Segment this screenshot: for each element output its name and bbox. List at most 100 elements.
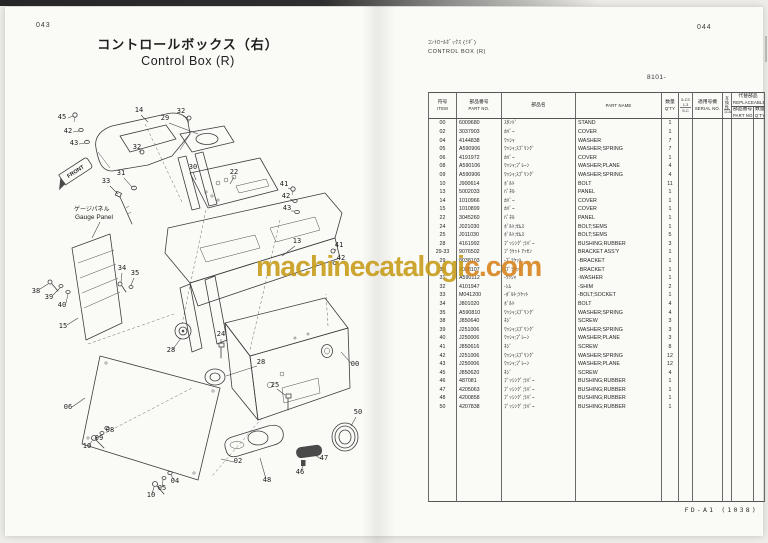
col-name-ja: 部品名 xyxy=(501,92,576,120)
diagram-callout: 08 xyxy=(106,426,114,434)
exploded-diagram: FRONT ゲージパネル Gauge Panel 45 42 43 14 32 29 32 3… xyxy=(32,106,362,499)
gauge-panel-label-en: Gauge Panel xyxy=(75,214,114,221)
diagram-callout: 43 xyxy=(283,204,291,212)
table-title-en: CONTROL BOX (R) xyxy=(428,49,486,55)
diagram-callout: 33 xyxy=(102,177,110,185)
watermark-text-tail: c.com xyxy=(464,251,542,283)
scan-edge-bar xyxy=(0,0,768,6)
serial-range: 8101- xyxy=(647,74,667,81)
diagram-callout: 00 xyxy=(351,360,359,368)
diagram-callout: 47 xyxy=(320,454,328,462)
diagram-title-ja: コントロールボックス（右） xyxy=(97,37,279,52)
diagram-callout: 09 xyxy=(95,434,103,442)
diagram-callout: 42 xyxy=(64,127,72,135)
diagram-callout: 39 xyxy=(45,293,53,301)
diagram-callout: 50 xyxy=(354,408,362,416)
diagram-callout: 42 xyxy=(282,192,290,200)
diagram-callout: 40 xyxy=(58,301,66,309)
diagram-callout: 10 xyxy=(147,491,155,499)
diagram-callout: 05 xyxy=(158,484,166,492)
diagram-callout: 41 xyxy=(335,241,343,249)
diagram-callout: 41 xyxy=(280,180,288,188)
right-page-number: 044 xyxy=(697,24,712,31)
table-header: 符号 ITEM 部品番号 PART NO. 部品名 PART NAME 数量 Q… xyxy=(428,92,765,120)
col-replaceable-part: 代替部品 REPLACEABLE PART xyxy=(731,92,765,107)
table-title-ja: ｺﾝﾄﾛｰﾙﾎﾞｯｸｽ (ﾐｷﾞ) xyxy=(428,40,477,46)
diagram-callout: 35 xyxy=(131,269,139,277)
diagram-title: コントロールボックス（右） Control Box (R) xyxy=(88,34,288,68)
watermark: machinecatalogic.com xyxy=(256,251,542,284)
diagram-callout: 31 xyxy=(117,169,125,177)
left-page-number: 043 xyxy=(36,22,51,29)
diagram-callout: 24 xyxy=(217,330,225,338)
front-direction-banner: FRONT xyxy=(58,157,93,191)
diagram-callout: 06 xyxy=(64,403,72,411)
diagram-callout: 38 xyxy=(32,287,40,295)
diagram-callout: 43 xyxy=(70,139,78,147)
diagram-callout: 29 xyxy=(161,114,169,122)
col-part-no: 部品番号 PART NO. xyxy=(456,92,502,120)
page-fold-shadow xyxy=(362,0,396,543)
diagram-callout: 32 xyxy=(177,107,185,115)
col-replace-qty: 数量 Q'TY xyxy=(753,106,765,120)
watermark-text-main: machinecatalogi xyxy=(256,251,465,283)
leader-lines xyxy=(39,114,357,495)
col-interchange: 互換性 1CA xyxy=(722,92,732,120)
parts-table: 符号 ITEM 部品番号 PART NO. 部品名 PART NAME 数量 Q… xyxy=(428,92,765,502)
diagram-title-en: Control Box (R) xyxy=(141,54,235,68)
diagram-callout: 02 xyxy=(234,457,242,465)
diagram-callout: 30 xyxy=(189,163,197,171)
diagram-callout: 28 xyxy=(257,358,265,366)
diagram-callout: 45 xyxy=(58,113,66,121)
diagram-callout: 15 xyxy=(59,322,67,330)
col-model-code: 5-C3 1-3 S-C xyxy=(678,92,693,120)
gauge-panel-label-ja: ゲージパネル xyxy=(74,205,110,213)
col-replace-part-no: 部品番号 PART NO. xyxy=(731,106,754,120)
diagram-callout: 25 xyxy=(271,381,279,389)
diagram-callout: 48 xyxy=(263,476,271,484)
col-serial: 適用号機 SERIAL NO. xyxy=(692,92,723,120)
col-part-name: PART NAME xyxy=(575,92,662,120)
diagram-callout: 10 xyxy=(83,442,91,450)
diagram-callout: 32 xyxy=(133,143,141,151)
diagram-callout: 14 xyxy=(135,106,143,114)
col-qty: 数量 Q'TY xyxy=(661,92,679,120)
col-item: 符号 ITEM xyxy=(428,92,457,120)
diagram-callout: 22 xyxy=(230,168,238,176)
table-empty-space xyxy=(428,411,765,502)
diagram-callout: 04 xyxy=(171,477,179,485)
